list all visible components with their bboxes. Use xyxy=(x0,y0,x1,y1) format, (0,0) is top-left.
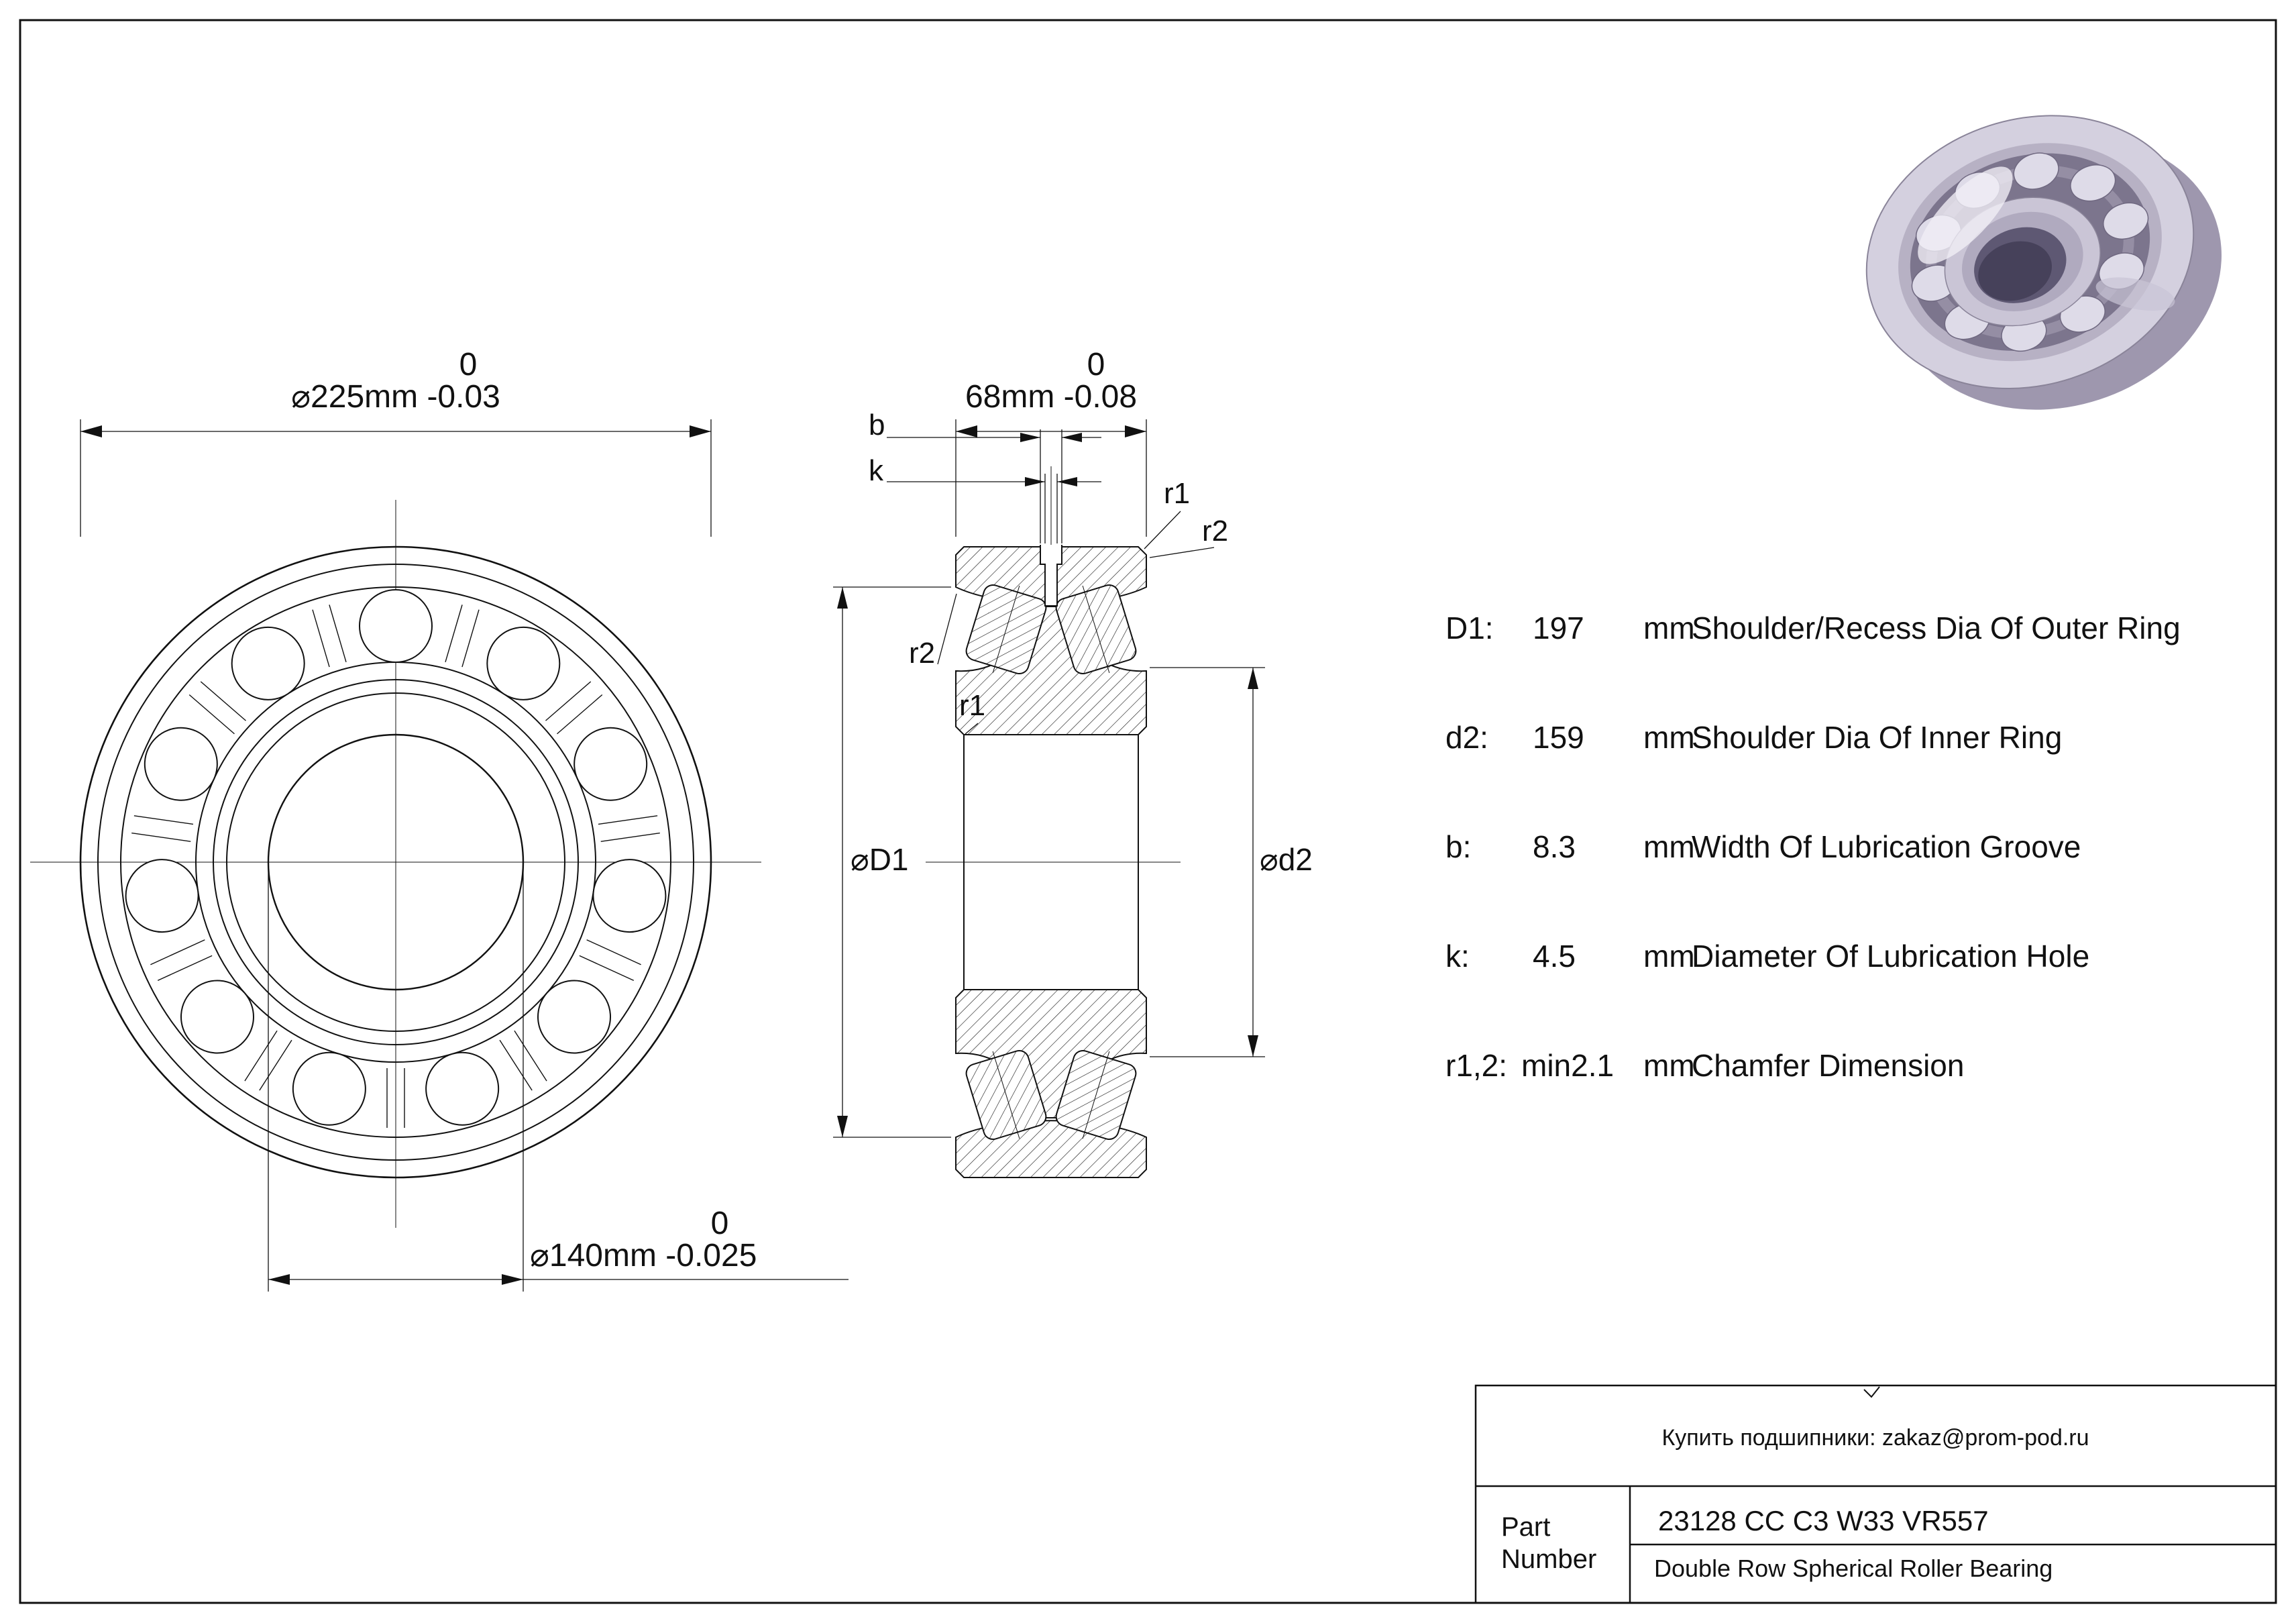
groove-width-label: b xyxy=(869,409,885,441)
spec-name: b: xyxy=(1445,829,1472,864)
page-border xyxy=(19,19,2277,1604)
section-dimensions xyxy=(833,419,1265,1138)
bore-dia-dimension: ⌀140mm -0.025 xyxy=(530,1238,757,1273)
bearing-photo xyxy=(1865,115,2222,410)
roller-top-right xyxy=(1055,584,1137,675)
hole-dia-label: k xyxy=(869,454,883,487)
spec-value: 8.3 xyxy=(1533,829,1576,864)
bore-dia-tolerance-upper: 0 xyxy=(710,1206,729,1241)
spec-name: r1,2: xyxy=(1445,1048,1508,1083)
roller-top-left xyxy=(965,584,1047,675)
width-dimension: 68mm -0.08 xyxy=(965,379,1138,415)
inner-shoulder-dia-label: ⌀d2 xyxy=(1260,842,1313,877)
spec-unit: mm xyxy=(1643,939,1695,974)
front-dimensions xyxy=(80,419,849,1292)
chamfer-r1-top-label: r1 xyxy=(1164,477,1191,510)
revision-mark xyxy=(1863,1386,1880,1398)
chamfer-r1-left-label: r1 xyxy=(959,689,986,722)
spec-unit: mm xyxy=(1643,829,1695,864)
outer-dia-tolerance-upper: 0 xyxy=(459,347,478,382)
title-block-grid xyxy=(1474,1384,2277,1604)
part-number-value: 23128 CC C3 W33 VR557 xyxy=(1658,1505,1989,1536)
spec-value: 197 xyxy=(1533,611,1584,645)
spec-name: k: xyxy=(1445,939,1470,974)
outer-shoulder-dia-label: ⌀D1 xyxy=(851,842,909,877)
width-tolerance-upper: 0 xyxy=(1087,347,1105,382)
front-view xyxy=(30,500,761,1228)
spec-unit: mm xyxy=(1643,1048,1695,1083)
outer-dia-dimension: ⌀225mm -0.03 xyxy=(291,379,500,415)
spec-desc: Diameter Of Lubrication Hole xyxy=(1692,939,2090,974)
bearing-description: Double Row Spherical Roller Bearing xyxy=(1654,1555,2053,1582)
spec-name: d2: xyxy=(1445,720,1488,755)
spec-desc: Shoulder/Recess Dia Of Outer Ring xyxy=(1692,611,2181,645)
spec-unit: mm xyxy=(1643,611,1695,645)
part-number-label: Part Number xyxy=(1501,1512,1597,1574)
spec-unit: mm xyxy=(1643,720,1695,755)
spec-desc: Shoulder Dia Of Inner Ring xyxy=(1692,720,2063,755)
spec-value: min2.1 xyxy=(1521,1048,1615,1083)
roller-bottom-left xyxy=(965,1049,1047,1141)
roller-bottom-right xyxy=(1055,1049,1137,1141)
spec-name: D1: xyxy=(1445,611,1494,645)
spec-desc: Chamfer Dimension xyxy=(1692,1048,1965,1083)
spec-value: 4.5 xyxy=(1533,939,1576,974)
section-view xyxy=(926,466,1181,1178)
chamfer-r2-top-label: r2 xyxy=(1202,515,1229,547)
supplier-contact: Купить подшипники: zakaz@prom-pod.ru xyxy=(1661,1425,2089,1451)
spec-value: 159 xyxy=(1533,720,1584,755)
spec-desc: Width Of Lubrication Groove xyxy=(1692,829,2081,864)
chamfer-r2-left-label: r2 xyxy=(909,637,936,670)
